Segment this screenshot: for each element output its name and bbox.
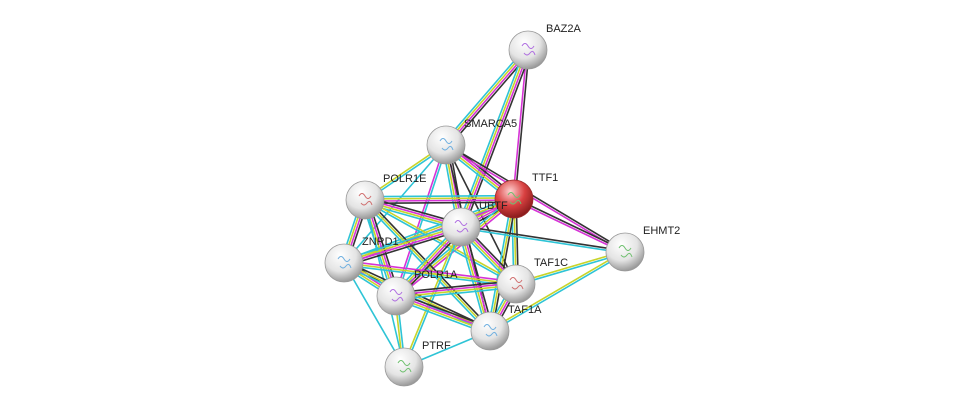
node-label: BAZ2A <box>546 23 582 35</box>
node-label: TAF1C <box>534 257 568 269</box>
edge-evidence-database <box>442 47 527 144</box>
edge-polr1e-taf1c[interactable] <box>364 198 517 286</box>
node-sphere[interactable] <box>376 276 416 316</box>
edge-evidence-database <box>490 252 626 333</box>
node-sphere[interactable] <box>441 207 481 247</box>
protein-structure-icon <box>358 193 373 206</box>
edge-evidence-database <box>343 144 447 264</box>
edge-evidence-database <box>364 200 516 286</box>
edge-evidence-database <box>342 223 461 261</box>
node-polr1a[interactable]: POLR1A <box>376 269 458 316</box>
edge-evidence-coexpression <box>514 50 530 200</box>
protein-structure-icon <box>483 324 498 337</box>
edge-evidence-coexpression <box>344 229 463 267</box>
edge-evidence-database <box>404 227 463 368</box>
node-label: SMARCA5 <box>464 118 517 130</box>
edge-ubtf-znrd1[interactable] <box>342 223 463 267</box>
edge-ubtf-ehmt2[interactable] <box>460 225 626 254</box>
edge-evidence-experiments <box>344 227 462 265</box>
node-label: ZNRD1 <box>362 236 399 248</box>
edge-evidence-textmining <box>489 250 625 331</box>
edge-evidence-experiments <box>512 49 528 199</box>
node-taf1c[interactable]: TAF1C <box>496 257 568 304</box>
node-ehmt2[interactable]: EHMT2 <box>605 225 680 272</box>
node-smarca5[interactable]: SMARCA5 <box>426 118 517 165</box>
edge-evidence-textmining <box>459 49 528 227</box>
node-sphere[interactable] <box>494 179 534 219</box>
edge-evidence-database <box>342 264 490 334</box>
node-polr1e[interactable]: POLR1E <box>345 173 426 220</box>
edge-evidence-textmining <box>364 199 491 332</box>
node-sphere[interactable] <box>324 243 364 283</box>
edge-evidence-experiments <box>365 199 515 202</box>
edge-evidence-coexpression <box>491 199 517 332</box>
node-baz2a[interactable]: BAZ2A <box>508 23 582 70</box>
node-label: PTRF <box>422 340 451 352</box>
protein-structure-icon <box>509 277 524 290</box>
edge-evidence-textmining <box>343 262 517 285</box>
edge-evidence-database <box>343 262 405 368</box>
edge-evidence-textmining <box>364 197 514 200</box>
edge-evidence-coexpression <box>366 197 493 331</box>
edge-evidence-coexpression <box>514 197 626 252</box>
edge-baz2a-ttf1[interactable] <box>512 49 530 200</box>
edge-taf1a-ehmt2[interactable] <box>489 250 626 333</box>
node-sphere[interactable] <box>605 232 645 272</box>
node-sphere[interactable] <box>470 311 510 351</box>
edge-znrd1-taf1c[interactable] <box>343 260 517 287</box>
node-sphere[interactable] <box>508 30 548 70</box>
protein-structure-icon <box>337 256 352 269</box>
node-taf1a[interactable]: TAF1A <box>470 304 542 351</box>
protein-structure-icon <box>618 245 633 258</box>
node-ttf1[interactable]: TTF1 <box>494 172 558 219</box>
edge-ttf1-polr1e[interactable] <box>364 194 515 205</box>
edge-evidence-database <box>396 286 517 301</box>
edge-evidence-textmining <box>343 225 461 263</box>
node-sphere[interactable] <box>496 264 536 304</box>
protein-structure-icon <box>507 192 522 205</box>
edge-polr1a-taf1c[interactable] <box>395 279 517 301</box>
edge-evidence-experiments <box>395 282 516 296</box>
protein-structure-icon <box>389 289 404 302</box>
edge-evidence-coexpression <box>395 279 516 294</box>
edge-znrd1-ptrf[interactable] <box>343 262 405 368</box>
node-ubtf[interactable]: UBTF <box>441 200 508 247</box>
node-sphere[interactable] <box>426 125 466 165</box>
protein-structure-icon <box>397 360 412 373</box>
protein-structure-icon <box>439 138 454 151</box>
edge-ubtf-ptrf[interactable] <box>402 226 463 368</box>
node-label: POLR1E <box>383 173 426 185</box>
edge-evidence-textmining <box>444 48 528 145</box>
edge-smarca5-znrd1[interactable] <box>343 144 447 264</box>
edge-evidence-experiments <box>344 260 517 283</box>
protein-structure-icon <box>521 43 536 56</box>
edge-ttf1-ehmt2[interactable] <box>513 197 626 254</box>
edge-evidence-textmining <box>396 284 517 298</box>
edge-evidence-textmining <box>365 198 517 284</box>
edge-baz2a-smarca5[interactable] <box>442 47 532 148</box>
edge-evidence-coexpression <box>446 143 626 252</box>
edge-evidence-coexpression <box>461 225 626 252</box>
edge-evidence-database <box>364 194 514 198</box>
edge-evidence-experiments <box>446 50 530 147</box>
node-label: TTF1 <box>532 172 558 184</box>
node-sphere[interactable] <box>345 180 385 220</box>
edge-evidence-experiments <box>513 199 625 254</box>
node-label: POLR1A <box>414 269 458 281</box>
node-label: EHMT2 <box>643 225 680 237</box>
protein-structure-icon <box>454 220 469 233</box>
edge-evidence-textmining <box>402 226 461 367</box>
node-label: TAF1A <box>508 304 542 316</box>
edge-evidence-database <box>343 264 516 287</box>
node-znrd1[interactable]: ZNRD1 <box>324 236 399 283</box>
node-ptrf[interactable]: PTRF <box>384 340 451 387</box>
edge-evidence-database <box>460 227 625 254</box>
node-label: UBTF <box>479 200 508 212</box>
node-sphere[interactable] <box>384 347 424 387</box>
edge-smarca5-ehmt2[interactable] <box>445 143 626 254</box>
edge-evidence-experiments <box>445 145 625 254</box>
